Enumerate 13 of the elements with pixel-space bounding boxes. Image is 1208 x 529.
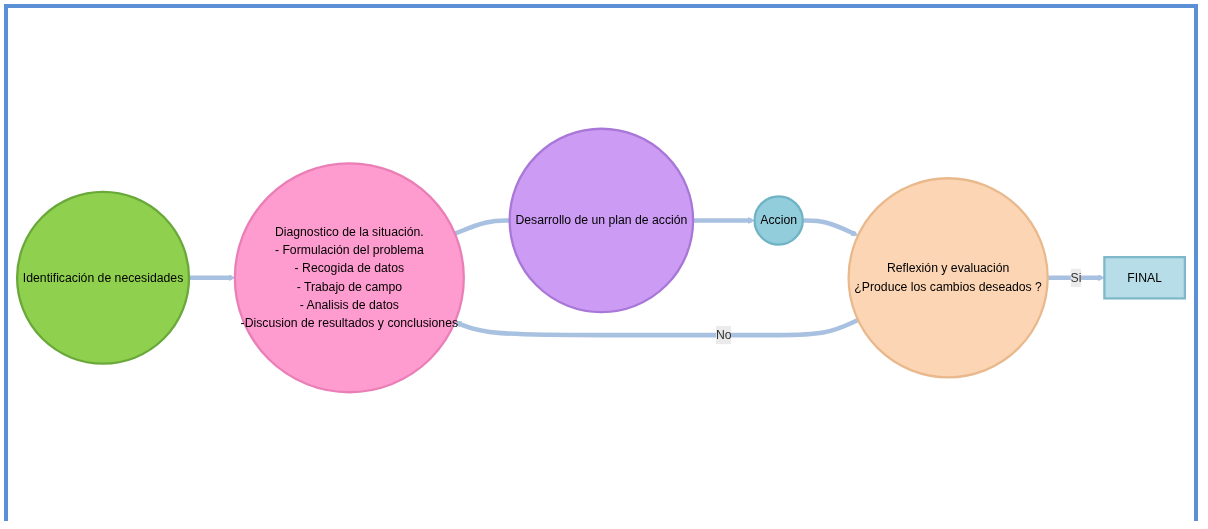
node-circle: Diagnostico de la situación. - Formulación del problema - Recogida de datos - Trabajo de campo - Analisis de datos -Discusion de resultados y conclusiones: [233, 162, 465, 394]
node-circle: Identificación de necesidades: [15, 190, 191, 365]
arrow: [802, 218, 859, 237]
node-box: FINAL: [1103, 256, 1187, 300]
arrow: [454, 317, 859, 338]
arrow: [693, 217, 755, 224]
edge-label: Si: [1070, 270, 1082, 284]
edge-label: No: [716, 328, 732, 342]
node-circle: Accion: [753, 195, 804, 246]
node-circle: Desarrollo de un plan de acción: [508, 127, 695, 314]
node-circle: Reflexión y evaluación ¿Produce los cambios deseados ?: [847, 177, 1049, 379]
arrow: [189, 274, 236, 282]
connector: [454, 218, 510, 236]
